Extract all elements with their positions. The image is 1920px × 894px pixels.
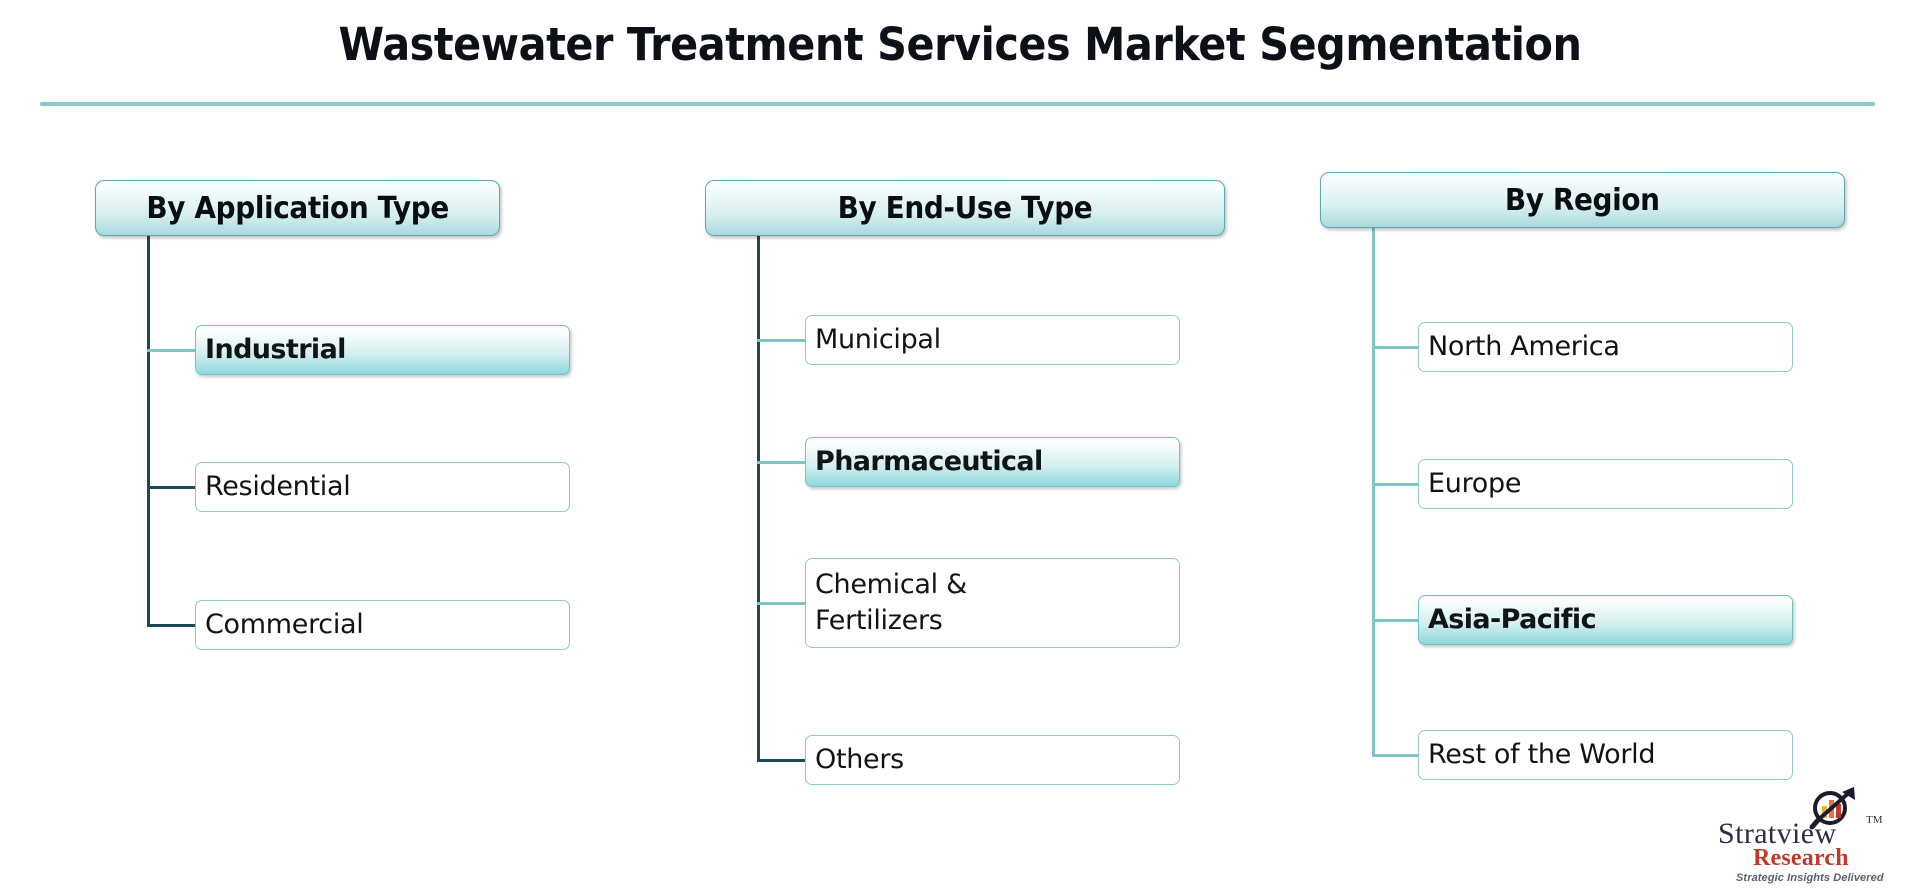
logo: Stratview TM Research Strategic Insights… bbox=[1718, 786, 1913, 886]
connector-branch bbox=[1372, 482, 1418, 486]
segment-node-label: Europe bbox=[1428, 468, 1522, 500]
connector-branch bbox=[1372, 618, 1418, 622]
segment-node[interactable]: Residential bbox=[195, 462, 570, 512]
segment-node-label: Municipal bbox=[815, 324, 941, 356]
connector-branch bbox=[147, 348, 195, 352]
segment-node-label: Pharmaceutical bbox=[815, 446, 1043, 478]
segment-node-highlighted[interactable]: Pharmaceutical bbox=[805, 437, 1180, 487]
segment-node[interactable]: Europe bbox=[1418, 459, 1793, 509]
segment-node[interactable]: Commercial bbox=[195, 600, 570, 650]
column-header-2[interactable]: By End-Use Type bbox=[705, 180, 1225, 236]
connector-branch bbox=[1372, 753, 1418, 757]
segment-node-highlighted[interactable]: Industrial bbox=[195, 325, 570, 375]
segment-node-label: Residential bbox=[205, 471, 351, 503]
connector-branch bbox=[757, 338, 805, 342]
connector-branch bbox=[757, 758, 805, 762]
connector-trunk bbox=[147, 236, 150, 625]
segment-node[interactable]: Rest of the World bbox=[1418, 730, 1793, 780]
stratview-logo-icon bbox=[1808, 784, 1860, 837]
connector-branch bbox=[147, 485, 195, 489]
logo-tagline: Strategic Insights Delivered bbox=[1736, 872, 1884, 884]
connector-trunk bbox=[757, 236, 760, 760]
connector-branch bbox=[757, 601, 805, 605]
logo-wordmark: Stratview bbox=[1718, 817, 1837, 850]
segment-node[interactable]: North America bbox=[1418, 322, 1793, 372]
connector-branch bbox=[757, 460, 805, 464]
segment-node-label: North America bbox=[1428, 331, 1620, 363]
segment-node-label: Commercial bbox=[205, 609, 364, 641]
segment-node-label: Asia-Pacific bbox=[1428, 604, 1597, 636]
segment-node-label: Others bbox=[815, 744, 904, 776]
column-header-3[interactable]: By Region bbox=[1320, 172, 1845, 228]
segment-node-label: Industrial bbox=[205, 334, 346, 366]
segment-node[interactable]: Others bbox=[805, 735, 1180, 785]
page-title: Wastewater Treatment Services Market Seg… bbox=[338, 18, 1582, 71]
column-header-label: By Application Type bbox=[146, 190, 449, 226]
segment-node-label: Rest of the World bbox=[1428, 739, 1656, 771]
segment-node-label: Chemical & Fertilizers bbox=[815, 569, 967, 636]
segment-node-highlighted[interactable]: Asia-Pacific bbox=[1418, 595, 1793, 645]
segment-node[interactable]: Chemical & Fertilizers bbox=[805, 558, 1180, 648]
connector-branch bbox=[1372, 345, 1418, 349]
column-header-label: By End-Use Type bbox=[837, 190, 1093, 226]
column-header-1[interactable]: By Application Type bbox=[95, 180, 500, 236]
column-header-label: By Region bbox=[1505, 182, 1660, 218]
logo-research-word: Research bbox=[1753, 845, 1849, 871]
connector-branch bbox=[147, 623, 195, 627]
segment-node[interactable]: Municipal bbox=[805, 315, 1180, 365]
logo-trademark: TM bbox=[1866, 814, 1883, 826]
connector-trunk bbox=[1372, 228, 1375, 755]
title-divider bbox=[40, 102, 1875, 106]
